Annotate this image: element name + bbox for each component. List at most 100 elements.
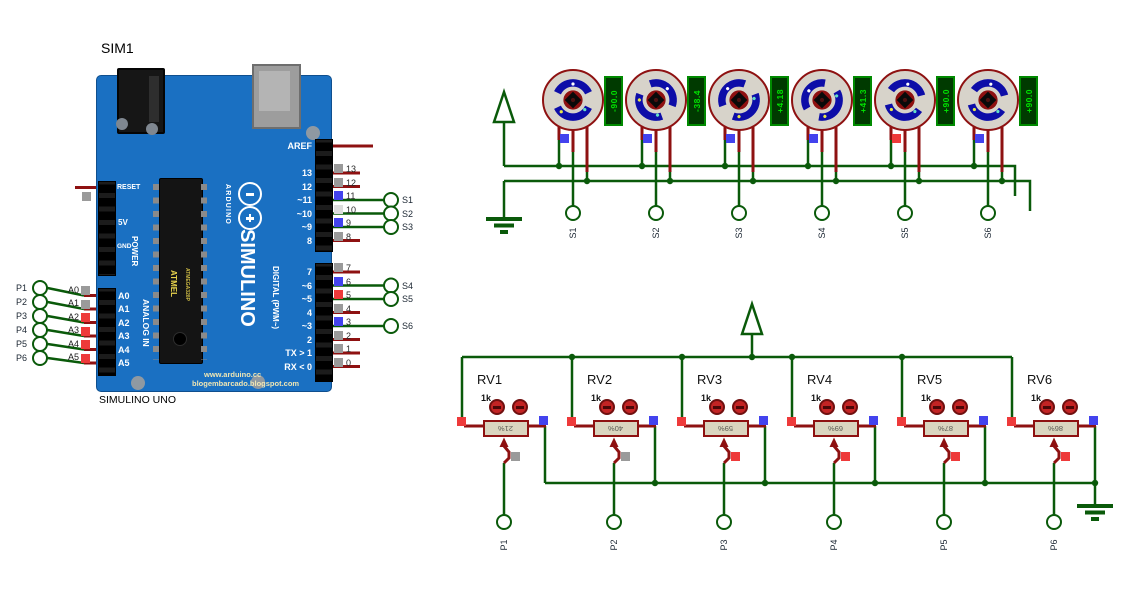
analog-pin-label: A4	[118, 344, 130, 355]
pin-number: 10	[346, 204, 357, 215]
gnd-label: GND	[117, 243, 132, 250]
servo-motor-5[interactable]	[874, 69, 936, 131]
pot-value: 1k	[481, 393, 492, 403]
pot-body[interactable]: 21%	[483, 420, 529, 437]
servo-motor-3[interactable]	[708, 69, 770, 131]
pot-decrease-button[interactable]	[929, 399, 945, 415]
pin-state-square	[334, 177, 343, 187]
servo-terminal-label: S5	[900, 227, 910, 239]
servo-angle-display: +90.0	[936, 76, 955, 126]
arduino-logo-icon	[238, 206, 262, 230]
net-label: A4	[67, 338, 79, 349]
terminal-label-p6: P6	[16, 353, 28, 363]
analog-header-label: ANALOG IN	[141, 299, 151, 347]
analog-header-strip	[98, 288, 116, 376]
pin-label: ~10	[296, 208, 312, 219]
pin-label: 12	[301, 181, 312, 192]
servo-motor-1[interactable]	[542, 69, 604, 131]
pin-number: 11	[346, 191, 356, 201]
servo-state-square	[560, 134, 569, 143]
ground-symbol	[486, 217, 1113, 521]
servo-angle-display: +90.0	[1019, 76, 1038, 126]
pot-increase-button[interactable]	[512, 399, 528, 415]
net-label: A5	[67, 352, 79, 362]
analog-pin-label: A3	[118, 331, 130, 341]
servo-state-square	[726, 134, 735, 143]
servo-rotor	[635, 79, 677, 121]
servo-state-square	[975, 134, 984, 143]
pot-value: 1k	[811, 393, 822, 403]
arduino-ref-label: SIM1	[101, 40, 134, 56]
servo-motor-2[interactable]	[625, 69, 687, 131]
terminal-label-p3: P3	[16, 311, 28, 321]
net-label: A3	[67, 325, 79, 335]
red-wires	[75, 127, 1096, 465]
digital-header-lower	[315, 263, 333, 382]
net-label: A0	[67, 284, 79, 295]
mounting-hole	[131, 376, 145, 390]
pin-state-square	[81, 299, 90, 309]
pin-state-square	[81, 286, 90, 295]
pot-body[interactable]: 59%	[703, 420, 749, 437]
pin-state-square	[334, 191, 343, 200]
pot-increase-button[interactable]	[622, 399, 638, 415]
mounting-hole	[306, 126, 320, 140]
terminal-label-p2: P2	[16, 297, 28, 307]
pin-label: ~6	[301, 280, 312, 291]
pin-state-square	[334, 303, 343, 313]
pin-label: RX < 0	[284, 361, 312, 372]
pin-number: 8	[346, 231, 352, 242]
terminal-label-s4: S4	[402, 280, 414, 291]
terminal-label-s3: S3	[402, 222, 414, 232]
servo-motor-6[interactable]	[957, 69, 1019, 131]
pot-pin-square	[567, 417, 576, 426]
pot-decrease-button[interactable]	[599, 399, 615, 415]
pot-name: RV5	[917, 372, 943, 387]
chip-part-label: ATMEGA328P	[184, 268, 190, 301]
pot-decrease-button[interactable]	[489, 399, 505, 415]
5v-label: 5V	[118, 218, 128, 227]
chip-pins-left	[153, 184, 159, 360]
terminal-label-s5: S5	[402, 294, 414, 304]
pin-number: 9	[346, 218, 352, 228]
pot-decrease-button[interactable]	[819, 399, 835, 415]
pot-decrease-button[interactable]	[1039, 399, 1055, 415]
pot-pin-square	[539, 416, 548, 425]
pot-body[interactable]: 69%	[813, 420, 859, 437]
pot-decrease-button[interactable]	[709, 399, 725, 415]
pot-increase-button[interactable]	[952, 399, 968, 415]
servo-terminal-label: S1	[568, 227, 578, 239]
pot-wiper-square	[951, 452, 960, 461]
servo-motor-4[interactable]	[791, 69, 853, 131]
pot-body[interactable]: 86%	[1033, 420, 1079, 437]
pot-body[interactable]: 87%	[923, 420, 969, 437]
pot-wiper-square	[511, 452, 520, 461]
servo-rotor	[801, 79, 843, 121]
pin-state-square	[81, 313, 90, 322]
pin-state-square	[334, 357, 343, 367]
servo-rotor	[718, 79, 760, 121]
pot-name: RV2	[587, 372, 613, 387]
pot-wiper-square	[1061, 452, 1070, 461]
pot-pin-square	[787, 417, 796, 426]
pot-pin-square	[869, 416, 878, 425]
logo-minus-icon	[246, 193, 254, 196]
net-label: A2	[67, 311, 79, 322]
pot-increase-button[interactable]	[732, 399, 748, 415]
pot-increase-button[interactable]	[1062, 399, 1078, 415]
pot-value: 1k	[921, 393, 932, 403]
pot-increase-button[interactable]	[842, 399, 858, 415]
arduino-logo-label: ARDUINO	[224, 184, 231, 226]
wiper-arrow	[499, 437, 1059, 447]
pin-label: 8	[306, 235, 312, 246]
analog-pin-label: A5	[118, 358, 130, 368]
pot-value: 1k	[1031, 393, 1042, 403]
pot-pin-square	[457, 417, 466, 426]
pot-terminal-label: P5	[939, 539, 949, 551]
pin-state-square	[334, 330, 343, 340]
pin-number: 13	[346, 164, 357, 174]
pot-body[interactable]: 40%	[593, 420, 639, 437]
pin-state-square	[334, 231, 343, 241]
